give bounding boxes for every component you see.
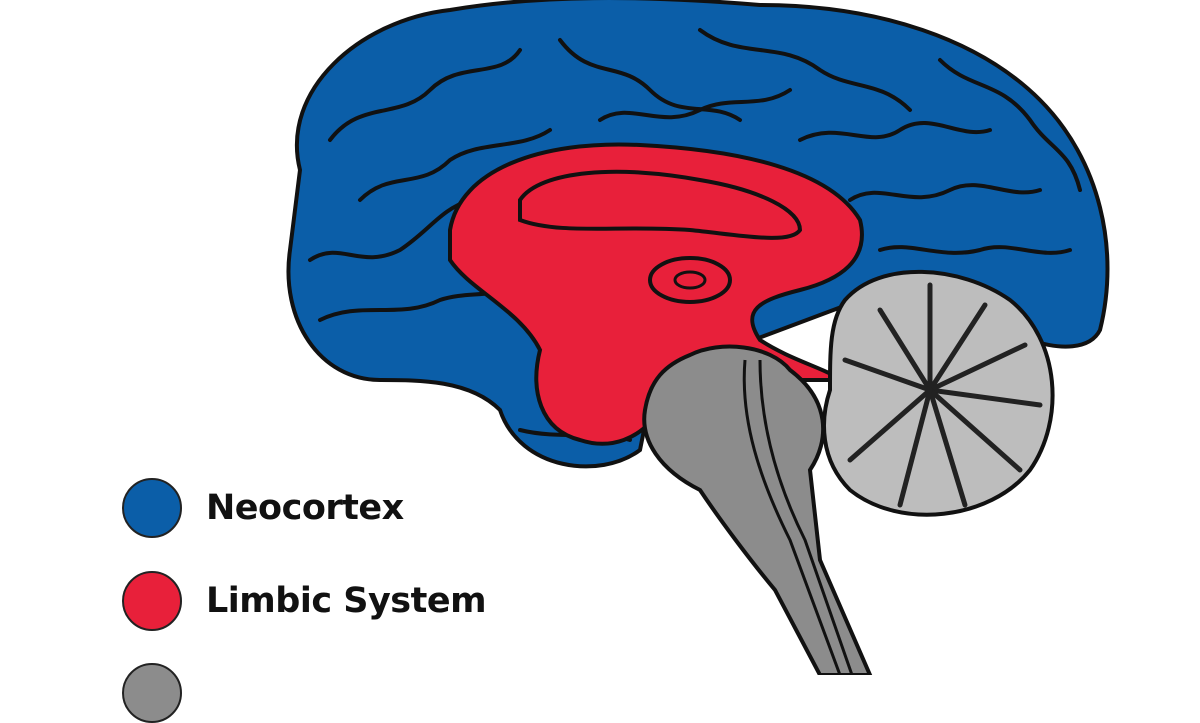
brainstem-region xyxy=(642,344,873,675)
brainstem-color-swatch xyxy=(122,663,182,723)
limbic-color-swatch xyxy=(122,571,182,631)
legend-label: Limbic System xyxy=(206,581,487,621)
legend-item-third xyxy=(122,663,206,723)
cerebellum-region xyxy=(822,269,1055,517)
brain-diagram xyxy=(286,0,1110,675)
legend-item-limbic-system: Limbic System xyxy=(122,571,487,631)
legend-label: Neocortex xyxy=(206,488,404,528)
legend-item-neocortex: Neocortex xyxy=(122,478,404,538)
neocortex-color-swatch xyxy=(122,478,182,538)
